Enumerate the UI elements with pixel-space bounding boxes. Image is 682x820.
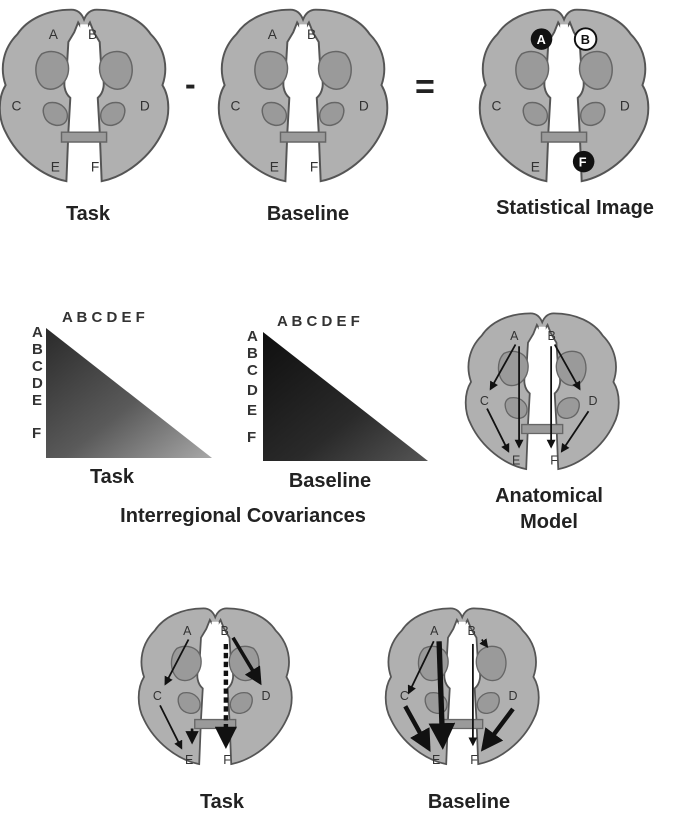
region-label-c: C — [153, 689, 162, 703]
row1-baseline-caption: Baseline — [267, 203, 349, 225]
region-label-d: D — [262, 689, 271, 703]
region-label-d: D — [620, 99, 630, 114]
matrix-row-label-f: F — [32, 425, 41, 442]
region-b-marker — [573, 27, 598, 51]
region-label-b: B — [468, 624, 476, 638]
region-label-e: E — [512, 454, 520, 468]
matrix-row-label-a: A — [32, 324, 43, 341]
region-label-a: A — [268, 27, 278, 42]
task-matrix-triangle — [46, 328, 212, 458]
region-label-b: B — [88, 27, 97, 42]
region-label-c: C — [400, 689, 409, 703]
matrix-row-label-d: D — [32, 375, 43, 392]
region-label-c: C — [492, 99, 502, 114]
region-label-d: D — [589, 394, 598, 408]
region-label-e: E — [432, 753, 440, 767]
matrix-row-label-c: C — [247, 362, 258, 379]
region-label-f: F — [470, 753, 478, 767]
region-label-b: B — [548, 329, 556, 343]
task-covariance-matrix: A B C D E F A B C D E F — [32, 309, 212, 458]
row2-task-caption: Task — [90, 466, 135, 488]
matrix-row-label-e: E — [247, 402, 257, 419]
row1-statistical-caption: Statistical Image — [496, 197, 654, 219]
region-label-e: E — [531, 159, 540, 174]
matrix-row-label-d: D — [247, 382, 258, 399]
region-label-c: C — [12, 99, 22, 114]
region-label-c: C — [231, 99, 241, 114]
anatomical-model-brain: A B C D E F — [466, 313, 619, 469]
region-label-f: F — [550, 454, 558, 468]
minus-sign: - — [185, 66, 196, 102]
region-label-d: D — [509, 689, 518, 703]
row1-baseline-brain: A B C D E F — [219, 10, 388, 182]
region-label-a: A — [537, 32, 546, 47]
region-label-d: D — [140, 99, 150, 114]
region-label-a: A — [510, 329, 519, 343]
row1-task-caption: Task — [66, 203, 111, 225]
row2-baseline-caption: Baseline — [289, 470, 371, 492]
region-label-a: A — [183, 624, 192, 638]
row3-baseline-brain: A B C D E F — [386, 608, 539, 767]
row3-task-brain: A B C D E F — [139, 608, 292, 767]
matrix-row-label-e: E — [32, 392, 42, 409]
region-label-f: F — [310, 159, 318, 174]
region-a-marker — [530, 28, 553, 50]
region-label-e: E — [270, 159, 279, 174]
region-label-b: B — [581, 32, 590, 47]
baseline-covariance-matrix: A B C D E F A B C D E F — [247, 313, 428, 461]
matrix-row-label-b: B — [32, 341, 43, 358]
region-f-marker — [572, 150, 595, 173]
row1-task-brain: A B C D E F — [0, 10, 168, 182]
region-label-b: B — [307, 27, 316, 42]
matrix-row-label-b: B — [247, 345, 258, 362]
region-label-a: A — [430, 624, 439, 638]
row3-task-caption: Task — [200, 791, 245, 813]
region-label-c: C — [480, 394, 489, 408]
region-label-b: B — [221, 624, 229, 638]
covariances-caption: Interregional Covariances — [120, 505, 366, 527]
model-caption-line1: Anatomical — [495, 485, 603, 507]
matrix-header: A B C D E F — [62, 309, 145, 326]
matrix-row-label-c: C — [32, 358, 43, 375]
model-caption-line2: Model — [520, 511, 578, 533]
region-label-f: F — [579, 155, 587, 170]
equals-sign: = — [415, 68, 435, 106]
region-label-f: F — [91, 159, 99, 174]
region-label-f: F — [223, 753, 231, 767]
region-label-e: E — [51, 159, 60, 174]
region-label-a: A — [49, 27, 59, 42]
row3-baseline-caption: Baseline — [428, 791, 510, 813]
matrix-row-label-f: F — [247, 429, 256, 446]
region-label-e: E — [185, 753, 193, 767]
region-label-d: D — [359, 99, 369, 114]
baseline-matrix-triangle — [263, 332, 428, 461]
matrix-header: A B C D E F — [277, 313, 360, 330]
matrix-row-label-a: A — [247, 328, 258, 345]
row1-statistical-brain: A B C D E F — [480, 10, 649, 182]
